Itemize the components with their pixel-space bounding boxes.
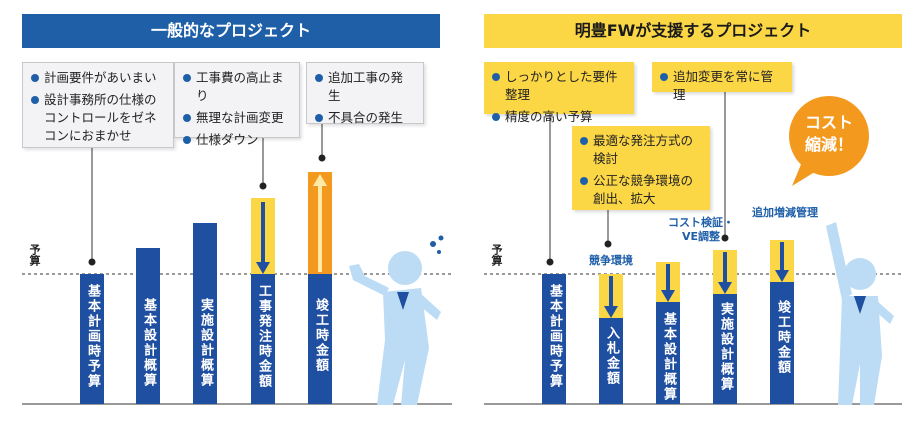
left-callout-3-item: 追加工事の発生 xyxy=(315,69,413,105)
cost-reduction-text: コスト 縮減！ xyxy=(784,112,874,156)
note-cost-verification: コスト検証・VE調整 xyxy=(668,216,734,243)
right-callout-2: 追加変更を常に管理 xyxy=(652,62,792,102)
left-callout-2-item: 工事費の高止まり xyxy=(183,69,289,105)
right-bar-1-label: 基本計画時予算 xyxy=(547,284,562,389)
note-change-management: 追加増減管理 xyxy=(752,206,818,219)
left-bar-3-label: 実施設計概算 xyxy=(198,298,213,388)
right-panel-title: 明豊FWが支援するプロジェクト xyxy=(484,14,902,48)
right-budget-label: 予算 xyxy=(490,244,503,266)
worried-person-icon xyxy=(349,235,444,405)
note-competition: 競争環境 xyxy=(589,254,633,267)
left-callout-1: 計画要件があいまい 設計事務所の仕様のコントロールをゼネコンにおまかせ xyxy=(22,62,174,148)
down-arrow-icon xyxy=(256,202,270,274)
right-bar-2-label: 入札金額 xyxy=(604,326,619,386)
right-bar-1 xyxy=(542,274,566,404)
left-callout-1-item: 設計事務所の仕様のコントロールをゼネコンにおまかせ xyxy=(31,91,163,145)
right-bar-4-label: 実施設計概算 xyxy=(718,302,733,392)
left-bar-1 xyxy=(80,274,104,404)
left-bar-5-label: 竣工時金額 xyxy=(313,298,328,373)
right-callout-1-item: しっかりとした要件整理 xyxy=(492,68,624,104)
cheering-person-icon xyxy=(826,222,894,405)
badge-line: コスト xyxy=(804,113,853,132)
left-callout-2-item: 無理な計画変更 xyxy=(183,109,289,127)
right-bar-5 xyxy=(770,282,794,404)
cost-reduction-badge xyxy=(789,96,869,186)
left-callout-1-item: 計画要件があいまい xyxy=(31,69,163,87)
left-callout-2-item: 仕様ダウン xyxy=(183,131,289,149)
left-bar-1-label: 基本計画時予算 xyxy=(85,284,100,389)
left-bar-2 xyxy=(136,248,160,404)
down-arrow-icon xyxy=(775,242,789,282)
right-callout-3-item: 最適な発注方式の検討 xyxy=(580,132,700,168)
right-callout-1: しっかりとした要件整理 精度の高い予算 xyxy=(484,62,634,124)
right-bar-2 xyxy=(599,318,623,404)
left-bar-5 xyxy=(308,274,332,404)
left-bar-3 xyxy=(193,223,217,404)
right-bar-3-label: 基本設計概算 xyxy=(661,312,676,402)
left-bar-2-label: 基本設計概算 xyxy=(141,298,156,388)
down-arrow-icon xyxy=(718,252,732,294)
left-callout-3-item: 不具合の発生 xyxy=(315,109,413,127)
right-connectors xyxy=(484,92,902,405)
left-budget-label: 予算 xyxy=(28,244,41,266)
right-callout-3-item: 公正な競争環境の創出、拡大 xyxy=(580,172,700,208)
left-panel-title: 一般的なプロジェクト xyxy=(22,14,440,48)
right-callout-3: 最適な発注方式の検討 公正な競争環境の創出、拡大 xyxy=(572,126,710,210)
badge-line: 縮減！ xyxy=(804,135,853,154)
right-callout-2-item: 追加変更を常に管理 xyxy=(660,68,782,104)
left-callout-3: 追加工事の発生 不具合の発生 xyxy=(306,62,424,127)
left-callout-2: 工事費の高止まり 無理な計画変更 仕様ダウン xyxy=(174,62,300,147)
down-arrow-icon xyxy=(661,264,675,302)
right-callout-1-item: 精度の高い予算 xyxy=(492,108,624,126)
right-bar-4 xyxy=(713,294,737,404)
down-arrow-icon xyxy=(604,276,618,318)
up-arrow-icon xyxy=(313,174,327,272)
right-bar-3 xyxy=(656,302,680,404)
right-bar-5-label: 竣工時金額 xyxy=(775,300,790,375)
left-bar-4-label: 工事発注時金額 xyxy=(256,284,271,389)
left-bar-4 xyxy=(251,274,275,404)
